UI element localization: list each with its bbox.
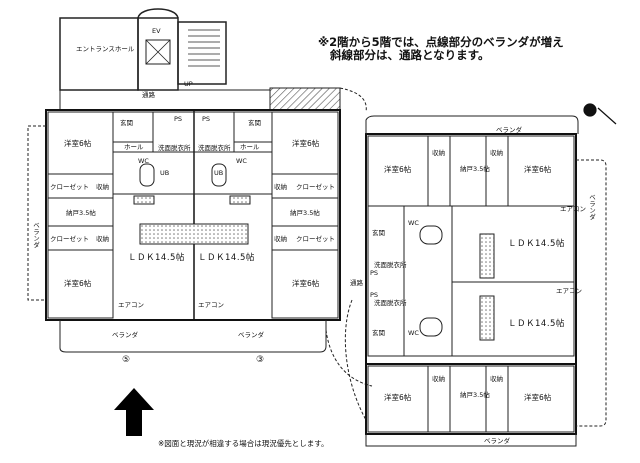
unit-5-marker: ⑤	[122, 355, 131, 365]
nando-left: 納戸3.5帖	[66, 209, 96, 217]
shuno-left-2: 収納	[96, 235, 109, 243]
closet-right-1: クローゼット	[296, 183, 335, 191]
ldk-rt-2: ＬＤＫ14.5帖	[508, 319, 565, 329]
genkan-rt-1: 玄関	[372, 229, 385, 237]
veranda-right-top: ベランダ	[496, 126, 522, 134]
shuno-right-1: 収納	[274, 183, 287, 191]
washroom-right: 洗面脱衣所	[198, 144, 231, 152]
aircon-rt-2: エアコン	[556, 287, 582, 295]
right-interior	[367, 135, 575, 433]
washroom-left: 洗面脱衣所	[158, 144, 191, 152]
shuno-rt-1: 収納	[432, 149, 445, 157]
genkan-right: 玄関	[248, 119, 261, 127]
elevator-label: EV	[152, 27, 161, 35]
ldk-center: ＬＤＫ14.5帖	[198, 253, 255, 263]
veranda-right-bottom: ベランダ	[484, 437, 510, 445]
hall-left: ホール	[124, 143, 144, 151]
room6-left-bottom: 洋室6帖	[64, 279, 92, 288]
nando-rt: 納戸3.5帖	[460, 165, 490, 173]
right-veranda	[344, 115, 607, 447]
ldk-left: ＬＤＫ14.5帖	[128, 253, 185, 263]
room6-rb-left: 洋室6帖	[384, 393, 412, 402]
ps-left: PS	[174, 115, 183, 123]
shuno-rb-2: 収納	[490, 375, 503, 383]
genkan-left: 玄関	[120, 119, 133, 127]
shuno-right-2: 収納	[274, 235, 287, 243]
room6-rt-right: 洋室6帖	[524, 165, 552, 174]
ps-rt-2: PS	[370, 291, 379, 299]
wc-rt-1: WC	[408, 219, 419, 227]
wc-left: WC	[138, 157, 149, 165]
corridor	[59, 87, 367, 113]
nando-right: 納戸3.5帖	[290, 209, 320, 217]
closet-right-2: クローゼット	[296, 235, 335, 243]
passage-label: 通路	[142, 91, 155, 99]
entrance-hall-label: エントランスホール	[76, 45, 135, 53]
ldk-rt-1: ＬＤＫ14.5帖	[508, 239, 565, 249]
left-veranda	[27, 125, 373, 387]
left-interior	[47, 111, 339, 319]
aircon-rt-1: エアコン	[560, 205, 586, 213]
north-marker	[583, 103, 617, 125]
closet-left-2: クローゼット	[50, 235, 89, 243]
wc-rt-2: WC	[408, 329, 419, 337]
ps-rt-1: PS	[370, 269, 379, 277]
note-line2: 斜線部分は、通路となります。	[330, 48, 490, 62]
ub-left: UB	[160, 169, 170, 177]
unit-3-marker: ③	[256, 355, 265, 365]
veranda-left: ベランダ	[112, 331, 138, 339]
room6-rb-right: 洋室6帖	[524, 393, 552, 402]
note-line1: ※2階から5階では、点線部分のベランダが増え	[318, 35, 564, 49]
veranda-right-side: ベランダ	[587, 194, 596, 220]
shuno-rb-1: 収納	[432, 375, 445, 383]
washroom-rt-1: 洗面脱衣所	[374, 261, 407, 269]
nando-rb: 納戸3.5帖	[460, 391, 490, 399]
veranda-center: ベランダ	[238, 331, 264, 339]
aircon-center: エアコン	[198, 301, 224, 309]
room6-rt-left: 洋室6帖	[384, 165, 412, 174]
washroom-rt-2: 洗面脱衣所	[374, 299, 407, 307]
passage-right: 通路	[350, 279, 363, 287]
aircon-left: エアコン	[118, 301, 144, 309]
room6-right-bottom: 洋室6帖	[292, 279, 320, 288]
shuno-rt-2: 収納	[490, 149, 503, 157]
right-building	[365, 133, 577, 435]
ub-right: UB	[214, 169, 224, 177]
closet-left-1: クローゼット	[50, 183, 89, 191]
up-label: UP	[184, 80, 193, 88]
ps-right: PS	[202, 115, 211, 123]
genkan-rt-2: 玄関	[372, 329, 385, 337]
room6-right-top: 洋室6帖	[292, 139, 320, 148]
veranda-left-side: ベランダ	[31, 222, 40, 248]
wc-right: WC	[236, 157, 247, 165]
shuno-left-1: 収納	[96, 183, 109, 191]
footer-note: ※図面と現況が相違する場合は現況優先とします。	[158, 439, 329, 448]
room6-left-top: 洋室6帖	[64, 139, 92, 148]
entrance-arrow	[114, 388, 154, 436]
hall-right: ホール	[240, 143, 260, 151]
